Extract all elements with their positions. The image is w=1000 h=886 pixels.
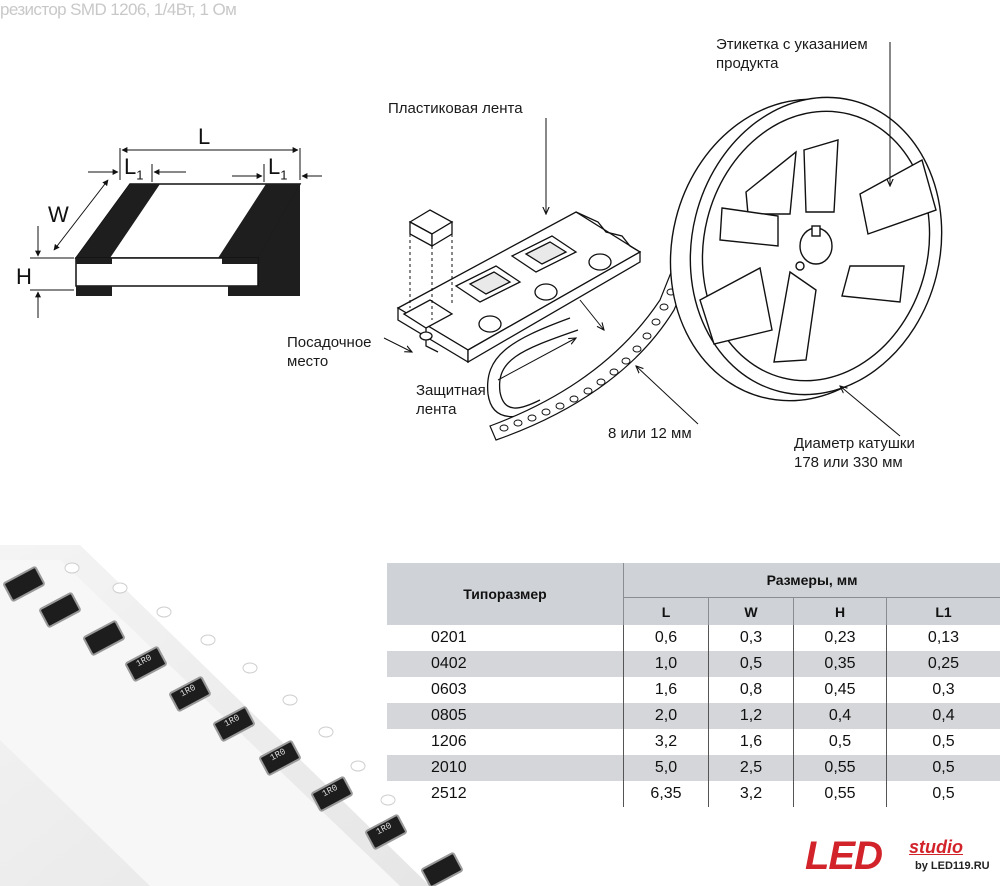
header-col-H: H [793, 597, 887, 625]
cell-H: 0,35 [793, 651, 887, 677]
dim-label-L1-main: L [268, 154, 281, 179]
cell-H: 0,55 [793, 781, 887, 807]
cell-size: 2010 [387, 755, 624, 781]
cell-size: 0603 [431, 681, 467, 698]
header-col-W: W [708, 597, 794, 625]
dim-label-L: L [198, 124, 211, 149]
label-seat-line1: Посадочное [287, 334, 372, 351]
cell-L: 2,0 [623, 703, 709, 729]
cell-W: 1,2 [708, 703, 794, 729]
header-size: Типоразмер [387, 563, 624, 625]
cell-W: 1,6 [708, 729, 794, 755]
label-plastic-tape: Пластиковая лента [388, 100, 523, 117]
cell-size: 0805 [387, 703, 624, 729]
reel-drawing [669, 96, 943, 402]
cell-H: 0,5 [793, 729, 887, 755]
label-tape-width: 8 или 12 мм [608, 425, 692, 442]
table-row: 0201 0,6 0,3 0,23 0,13 [387, 625, 1000, 651]
cell-L: 1,0 [623, 651, 709, 677]
logo-brand: LED [805, 834, 883, 878]
cell-H: 0,23 [793, 625, 887, 651]
label-product-label-line2: продукта [716, 55, 779, 72]
tape-strip-to-reel [489, 268, 687, 441]
dim-label-L1-right: L1 [268, 154, 287, 182]
ledstudio-logo: LED studio by LED119.RU [805, 836, 995, 884]
dim-label-L1-left: L1 [124, 154, 143, 182]
cell-size: 1206 [431, 733, 467, 750]
cell-L: 1,6 [623, 677, 709, 703]
table-row: 2512 6,35 3,2 0,55 0,5 [387, 781, 1000, 807]
cell-W: 3,2 [708, 781, 794, 807]
logo-by: by LED119.RU [915, 860, 990, 872]
cell-H: 0,45 [793, 677, 887, 703]
table-row: 0402 1,0 0,5 0,35 0,25 [387, 651, 1000, 677]
label-seat-line2: место [287, 353, 329, 370]
logo-sub: studio [909, 837, 963, 857]
cell-L1: 0,3 [886, 677, 1000, 703]
leader-lines [383, 42, 901, 437]
cell-L1: 0,4 [886, 703, 1000, 729]
label-reel-diameter-line2: 178 или 330 мм [794, 454, 903, 471]
resistor-chip-drawing [30, 147, 322, 318]
dim-label-H: H [16, 264, 32, 289]
cell-L: 0,6 [623, 625, 709, 651]
cell-W: 0,3 [708, 625, 794, 651]
label-cover-tape-line2: лента [416, 401, 457, 418]
header-col-L1: L1 [886, 597, 1000, 625]
cell-L: 6,35 [623, 781, 709, 807]
cell-H: 0,55 [793, 755, 887, 781]
table-row: 0603 1,6 0,8 0,45 0,3 [387, 677, 1000, 703]
header-col-L: L [623, 597, 709, 625]
cell-L1: 0,5 [886, 729, 1000, 755]
dim-label-L1-sub: 1 [136, 167, 144, 183]
cell-W: 0,8 [708, 677, 794, 703]
cell-L: 5,0 [623, 755, 709, 781]
label-cover-tape-line1: Защитная [416, 382, 486, 399]
dim-label-L1-sub: 1 [280, 167, 288, 183]
header-dimensions: Размеры, мм [623, 563, 1000, 598]
carrier-tape-drawing [396, 209, 642, 418]
cell-size: 0402 [387, 651, 624, 677]
cell-L: 3,2 [623, 729, 709, 755]
dim-label-W: W [48, 202, 69, 227]
label-product-label-line1: Этикетка с указанием [716, 36, 868, 53]
cell-H: 0,4 [793, 703, 887, 729]
cell-L1: 0,25 [886, 651, 1000, 677]
cell-L1: 0,5 [886, 781, 1000, 807]
cell-size: 2512 [431, 785, 467, 802]
table-row: 0805 2,0 1,2 0,4 0,4 [387, 703, 1000, 729]
label-reel-diameter-line1: Диаметр катушки [794, 435, 915, 452]
cell-L1: 0,5 [886, 755, 1000, 781]
dim-label-L1-main: L [124, 154, 137, 179]
photo-chip [3, 566, 463, 886]
cell-L1: 0,13 [886, 625, 1000, 651]
cell-size: 0201 [431, 629, 467, 646]
cell-W: 2,5 [708, 755, 794, 781]
table-row: 1206 3,2 1,6 0,5 0,5 [387, 729, 1000, 755]
cell-W: 0,5 [708, 651, 794, 677]
table-row: 2010 5,0 2,5 0,55 0,5 [387, 755, 1000, 781]
watermark-caption: резистор SMD 1206, 1/4Вт, 1 Ом [0, 0, 237, 19]
dimensions-table: Типоразмер Размеры, мм L W H L1 0201 0,6… [387, 563, 1000, 807]
